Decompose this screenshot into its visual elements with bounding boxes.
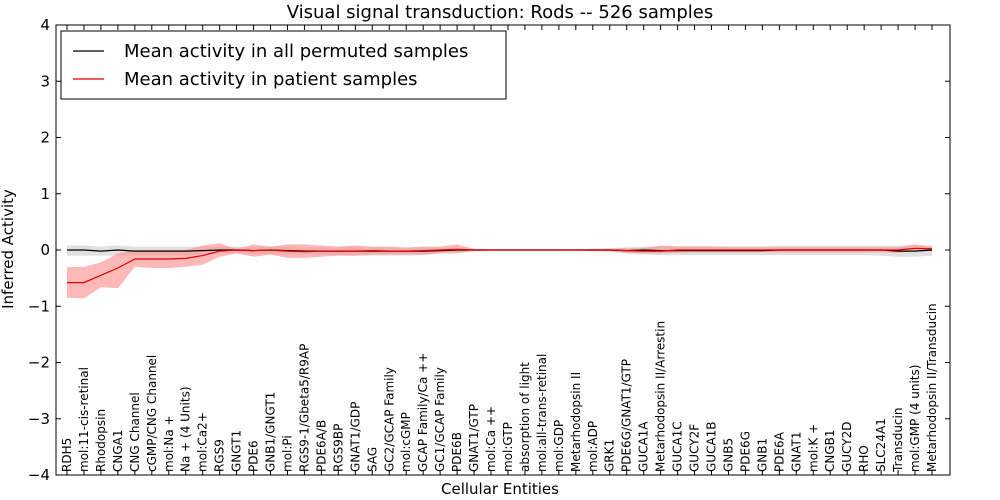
x-tick-label: PDE6A — [772, 431, 786, 472]
x-tick-label: mol:all-trans-retinal — [535, 354, 549, 472]
x-tick-label: GNAT1/GDP — [348, 402, 362, 472]
x-tick-label: PDE6 — [247, 440, 261, 472]
x-tick-label: mol:Ca2+ — [196, 412, 210, 472]
x-tick-label: mol:Pi — [281, 435, 295, 472]
x-tick-label: GCAP Family/Ca ++ — [416, 353, 430, 472]
x-tick-label: mol:11-cis-retinal — [77, 367, 91, 472]
y-tick-label: 3 — [40, 72, 50, 90]
x-tick-label: mol:Na + — [162, 415, 176, 472]
x-tick-label: Transducin — [891, 408, 905, 473]
x-tick-label: GNB1 — [755, 438, 769, 472]
y-axis-label: Inferred Activity — [0, 189, 17, 309]
x-tick-label: CNGB1 — [823, 429, 837, 472]
x-tick-label: mol:cGMP — [399, 412, 413, 472]
x-tick-label: mol:ADP — [586, 421, 600, 472]
x-tick-label: cGMP/CNG Channel — [145, 355, 159, 472]
x-tick-label: Rhodopsin — [94, 409, 108, 472]
x-tick-label: mol:GDP — [552, 420, 566, 472]
x-tick-label: PDE6A/B — [314, 420, 328, 472]
x-tick-label: mol:Ca ++ — [484, 406, 498, 472]
x-tick-label: GC2/GCAP Family — [382, 367, 396, 472]
x-tick-label: RGS9BP — [331, 424, 345, 472]
x-tick-label: mol:GMP (4 units) — [908, 365, 922, 472]
y-tick-label: −2 — [28, 354, 50, 372]
x-tick-label: GNAT1 — [789, 431, 803, 472]
y-tick-label: 2 — [40, 129, 50, 147]
x-tick-label: RHO — [857, 445, 871, 472]
x-tick-label: mol:K + — [806, 424, 820, 472]
legend-label-1: Mean activity in patient samples — [124, 69, 418, 90]
x-tick-label: absorption of light — [518, 362, 532, 472]
x-tick-label: SLC24A1 — [874, 418, 888, 472]
x-tick-label: GUCY2F — [688, 424, 702, 472]
x-tick-label: GUCY2D — [840, 422, 854, 472]
legend-label-0: Mean activity in all permuted samples — [124, 41, 468, 62]
legend-box — [60, 30, 507, 100]
y-tick-label: −4 — [28, 466, 50, 484]
x-tick-label: CNGA1 — [111, 430, 125, 473]
x-tick-label: Metarhodopsin II — [569, 372, 583, 472]
x-tick-label: GRK1 — [603, 439, 617, 472]
chart-title: Visual signal transduction: Rods -- 526 … — [287, 2, 714, 23]
x-tick-label: PDE6G/GNAT1/GTP — [620, 359, 634, 472]
y-tick-label: −3 — [28, 410, 50, 428]
x-tick-label: RGS9-1/Gbeta5/R9AP — [298, 344, 312, 472]
x-tick-label: PDE6B — [450, 432, 464, 472]
series-band-1 — [67, 243, 932, 299]
x-tick-label: GNB5 — [722, 438, 736, 472]
y-tick-label: −1 — [28, 297, 50, 315]
x-tick-label: GUCA1B — [705, 421, 719, 472]
x-tick-label: PDE6G — [738, 431, 752, 472]
x-tick-label: Metarhodopsin II/Arrestin — [654, 321, 668, 472]
series-line-1 — [67, 247, 933, 284]
y-tick-label: 4 — [40, 16, 50, 34]
legend: Mean activity in all permuted samplesMea… — [60, 30, 507, 100]
x-axis-label: Cellular Entities — [441, 480, 559, 498]
x-tick-label: GNAT1/GTP — [467, 404, 481, 472]
x-tick-label: GUCA1A — [637, 421, 651, 472]
x-tick-label: GUCA1C — [671, 421, 685, 472]
y-tick-label: 1 — [40, 185, 50, 203]
x-tick-label: Na + (4 Units) — [179, 386, 193, 472]
x-tick-label: RGS9 — [213, 439, 227, 472]
x-tick-label: SAG — [365, 447, 379, 472]
x-tick-label: Metarhodopsin II/Transducin — [925, 303, 939, 472]
x-tick-label: mol:GTP — [501, 422, 515, 472]
y-tick-label: 0 — [40, 241, 50, 259]
x-tick-label: GNB1/GNGT1 — [264, 392, 278, 472]
x-tick-label: GNGT1 — [230, 430, 244, 472]
x-tick-label: GC1/GCAP Family — [433, 367, 447, 472]
x-tick-label: CNG Channel — [128, 392, 142, 472]
x-tick-label: RDH5 — [60, 438, 74, 472]
